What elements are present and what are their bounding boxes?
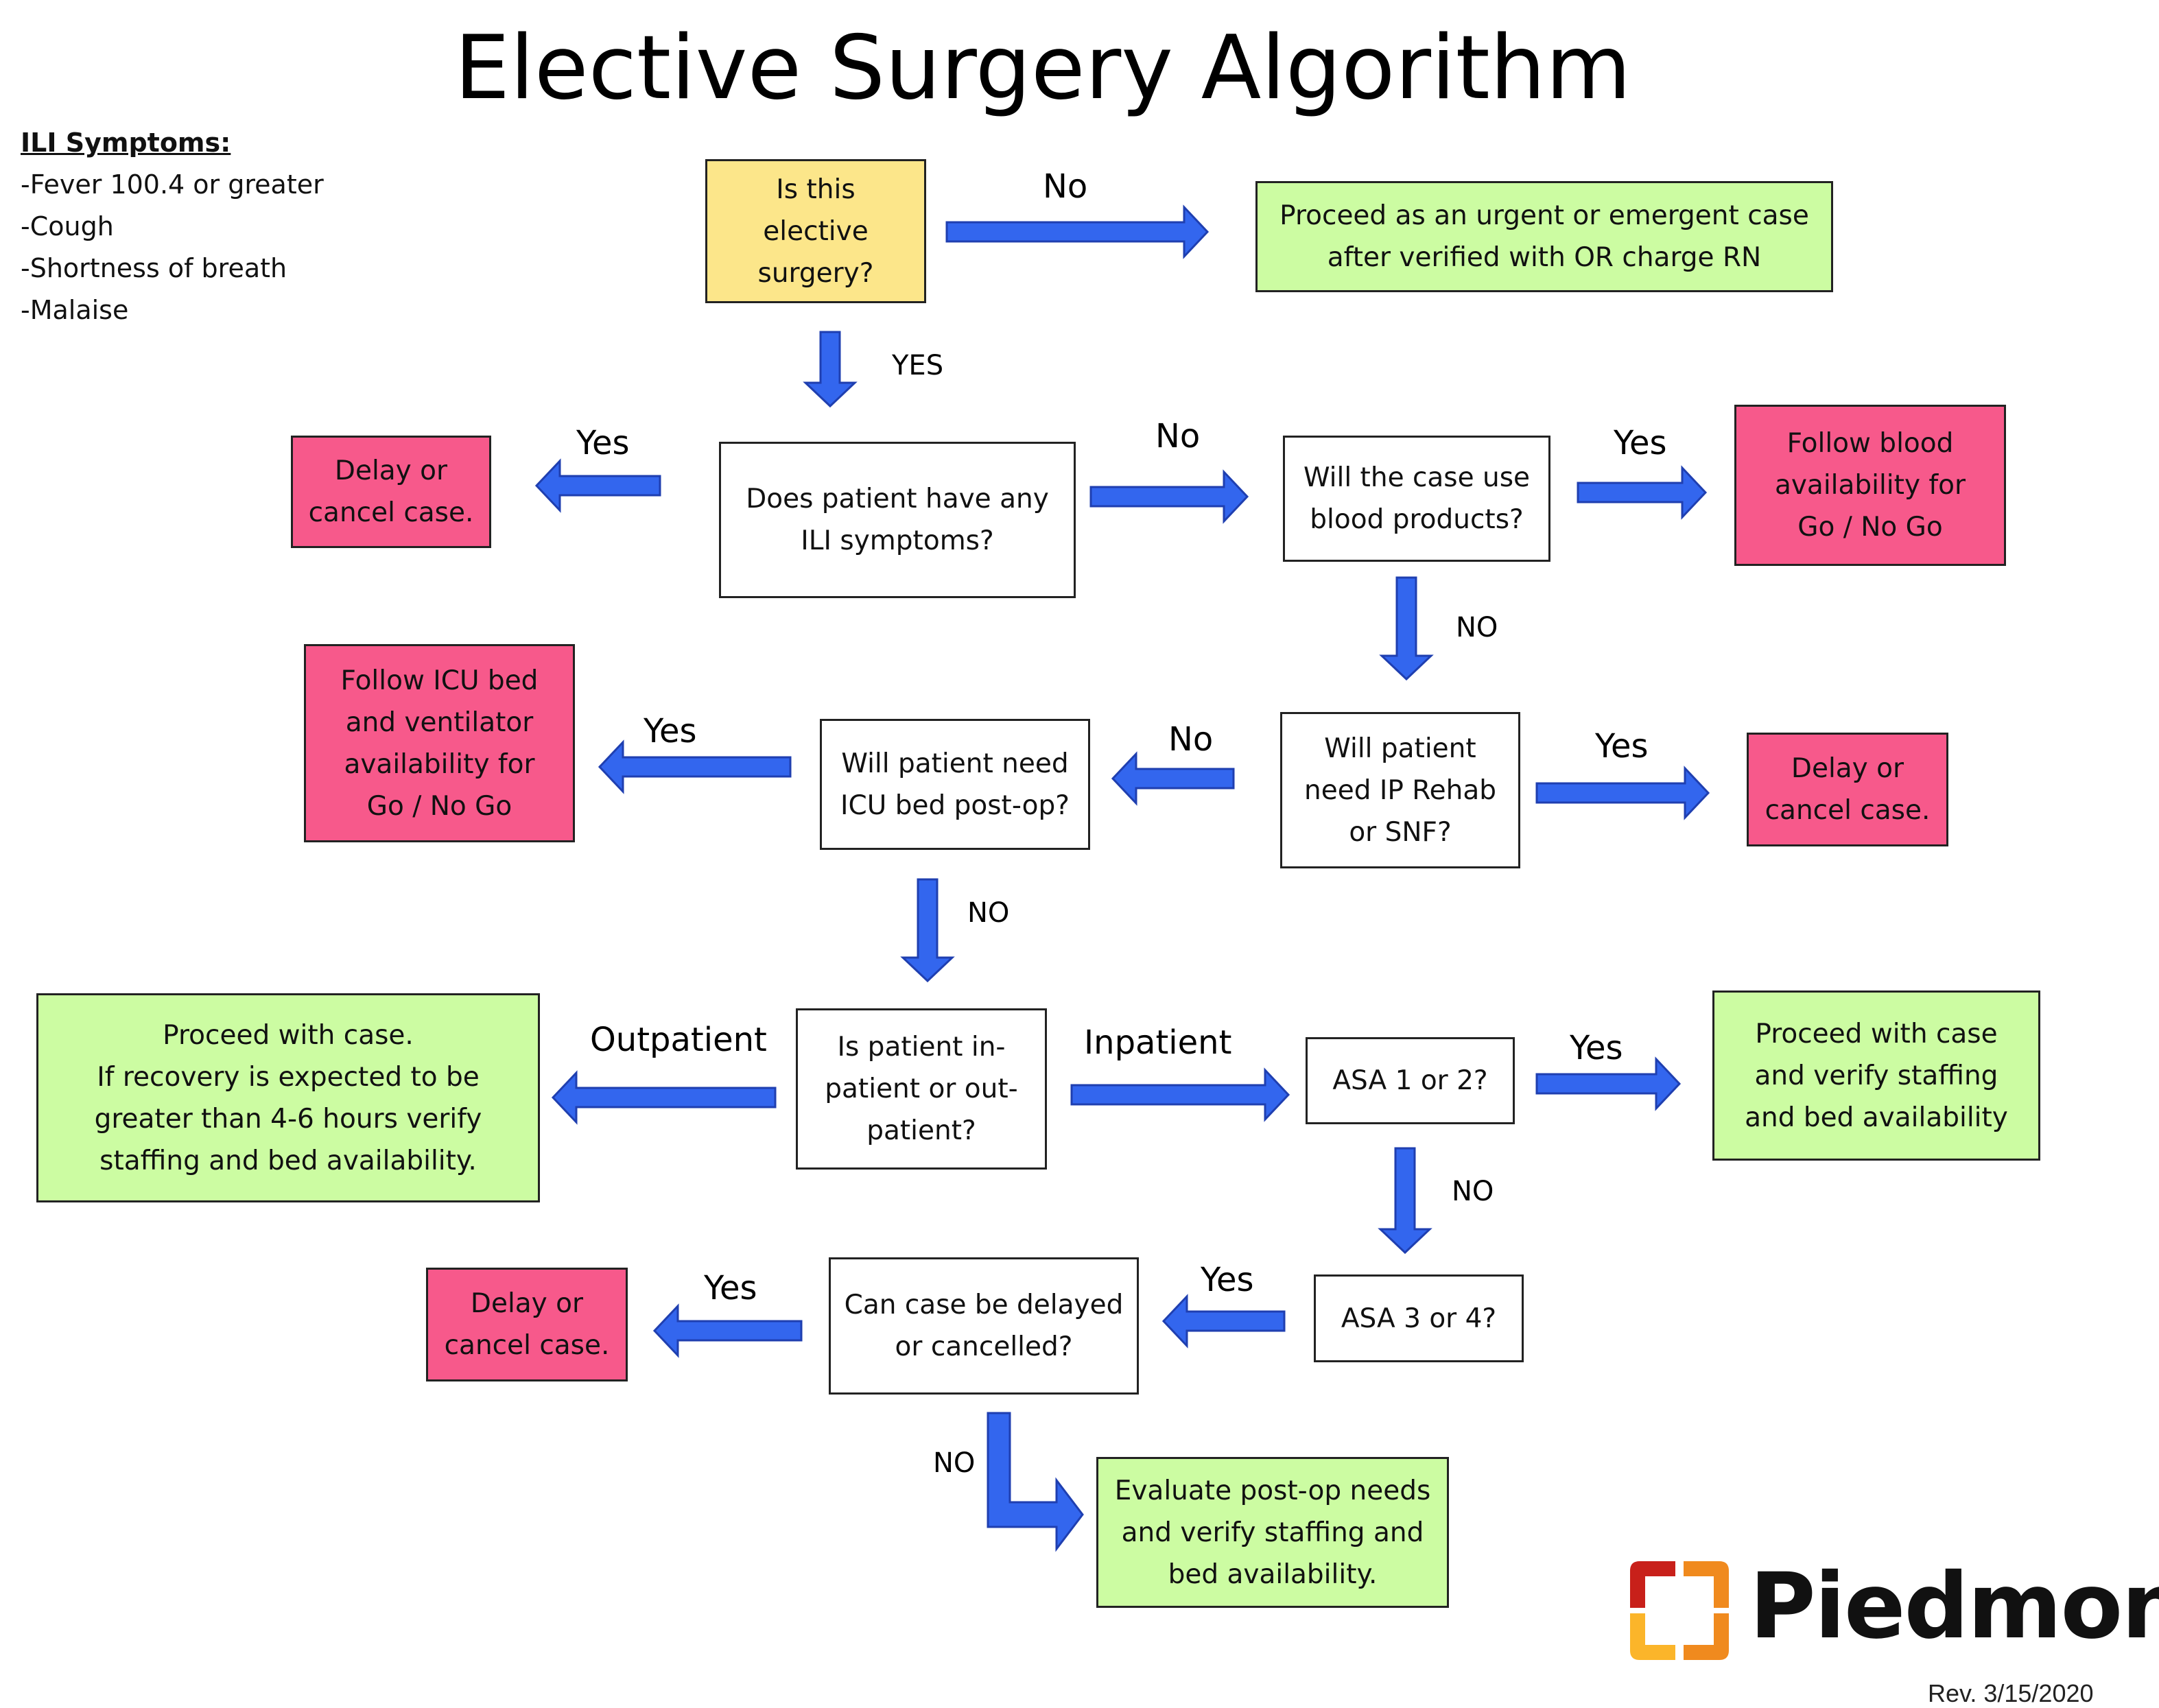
- label-yes-elective: YES: [892, 350, 944, 381]
- arrow-blood-no: [1379, 576, 1434, 681]
- node-asa34-question: ASA 3 or 4?: [1314, 1274, 1524, 1362]
- label-yes-asa12: Yes: [1570, 1029, 1623, 1067]
- logo-red-piece: [1630, 1561, 1675, 1608]
- label-yes-rehab: Yes: [1595, 727, 1649, 766]
- node-blood-question: Will the case use blood products?: [1283, 436, 1550, 562]
- logo-orange-top-piece: [1684, 1561, 1729, 1608]
- label-no-icu: NO: [967, 897, 1010, 929]
- node-blood-follow: Follow blood availability for Go / No Go: [1734, 405, 2006, 566]
- node-delay-cancel-1: Delay or cancel case.: [291, 436, 491, 548]
- label-no-asa12: NO: [1452, 1176, 1494, 1207]
- logo-yellow-piece: [1630, 1613, 1675, 1660]
- label-yes-ili: Yes: [576, 424, 630, 462]
- label-inpatient: Inpatient: [1084, 1023, 1232, 1062]
- node-urgent-proceed: Proceed as an urgent or emergent case af…: [1255, 181, 1833, 292]
- arrow-asa12-no: [1378, 1147, 1432, 1255]
- arrow-blood-yes: [1577, 465, 1708, 520]
- piedmont-logo-icon: [1630, 1561, 1729, 1660]
- page-title: Elective Surgery Algorithm: [454, 17, 1631, 119]
- node-delay-cancel-2: Delay or cancel case.: [1747, 733, 1948, 846]
- label-outpatient: Outpatient: [590, 1021, 767, 1059]
- node-delay-cancel-3: Delay or cancel case.: [426, 1268, 628, 1381]
- node-in-out-question: Is patient in- patient or out- patient?: [796, 1008, 1047, 1170]
- label-no-blood: NO: [1456, 612, 1498, 643]
- node-asa12-question: ASA 1 or 2?: [1306, 1037, 1515, 1124]
- node-asa12-proceed: Proceed with case and verify staffing an…: [1712, 991, 2040, 1161]
- arrow-delay-yes: [652, 1303, 803, 1358]
- arrow-ili-no: [1089, 469, 1249, 524]
- arrow-rehab-yes: [1535, 766, 1710, 820]
- arrow-asa34-yes: [1161, 1294, 1286, 1349]
- node-icu-follow: Follow ICU bed and ventilator availabili…: [304, 644, 575, 842]
- arrow-ili-yes: [534, 458, 661, 513]
- label-no-elective: No: [1043, 167, 1088, 206]
- arrow-outpatient: [551, 1070, 777, 1125]
- label-yes-delay: Yes: [704, 1269, 757, 1307]
- ili-symptoms-legend: ILI Symptoms: -Fever 100.4 or greater -C…: [21, 122, 324, 331]
- node-rehab-question: Will patient need IP Rehab or SNF?: [1280, 712, 1520, 868]
- arrow-asa12-yes: [1535, 1056, 1682, 1111]
- label-yes-asa34: Yes: [1201, 1261, 1254, 1299]
- node-delay-question: Can case be delayed or cancelled?: [829, 1257, 1139, 1395]
- ili-item-sob: -Shortness of breath: [21, 253, 287, 283]
- label-no-rehab: No: [1168, 720, 1214, 759]
- node-ili-question: Does patient have any ILI symptoms?: [719, 442, 1076, 598]
- ili-item-cough: -Cough: [21, 211, 114, 241]
- arrow-icu-no: [900, 878, 955, 983]
- node-evaluate: Evaluate post-op needs and verify staffi…: [1096, 1457, 1449, 1608]
- label-yes-blood: Yes: [1614, 424, 1667, 462]
- label-no-ili: No: [1155, 417, 1201, 455]
- arrow-elective-no: [945, 204, 1210, 259]
- revision-date: Rev. 3/15/2020: [1928, 1679, 2094, 1707]
- ili-item-malaise: -Malaise: [21, 295, 129, 325]
- ili-heading: ILI Symptoms:: [21, 128, 231, 158]
- arrow-rehab-no: [1111, 751, 1235, 806]
- node-icu-question: Will patient need ICU bed post-op?: [820, 719, 1090, 850]
- arrow-delay-no: [987, 1412, 1084, 1552]
- label-no-delay: NO: [933, 1447, 976, 1479]
- arrow-icu-yes: [598, 739, 792, 794]
- arrow-inpatient: [1070, 1067, 1290, 1122]
- logo-orange-bottom-piece: [1684, 1613, 1729, 1660]
- brand-name: Piedmont: [1749, 1554, 2159, 1659]
- node-outpatient-proceed: Proceed with case. If recovery is expect…: [36, 993, 540, 1202]
- arrow-elective-yes: [803, 331, 858, 408]
- label-yes-icu: Yes: [644, 712, 697, 750]
- node-elective-question: Is this elective surgery?: [705, 159, 926, 303]
- ili-item-fever: -Fever 100.4 or greater: [21, 169, 324, 200]
